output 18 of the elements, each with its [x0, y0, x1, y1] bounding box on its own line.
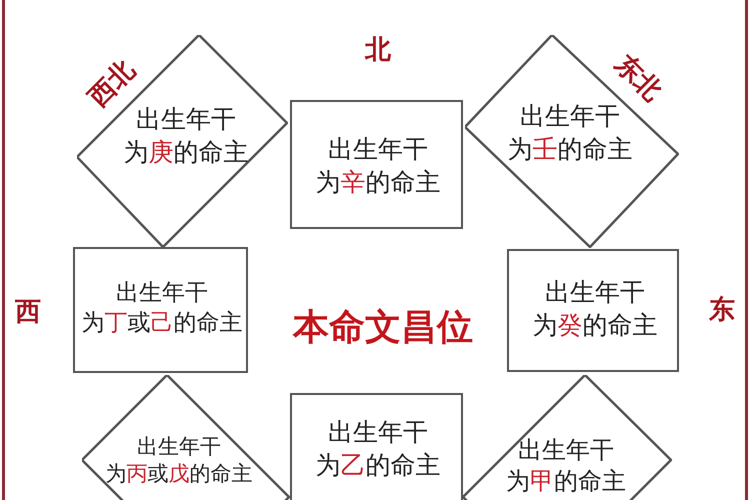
- diagram-title: 本命文昌位: [293, 310, 473, 346]
- rectangle-box: [290, 100, 463, 229]
- diamond-shape: [82, 375, 290, 500]
- birth-stem-text: 出生年干为癸的命主: [532, 276, 658, 341]
- diamond-shape: [463, 375, 672, 500]
- rectangle-box: [290, 393, 463, 500]
- birth-stem-text: 出生年干为甲的命主: [506, 434, 626, 497]
- rectangle-box: [507, 249, 679, 372]
- birth-stem-text: 出生年干为辛的命主: [316, 134, 440, 198]
- rectangle-box: [73, 247, 248, 373]
- direction-label: 东: [709, 297, 735, 323]
- diamond-shape: [77, 35, 288, 248]
- direction-label: 北: [365, 37, 391, 63]
- diamond-shape: [465, 35, 679, 248]
- birth-stem-text: 出生年干为丙或戊的命主: [106, 434, 252, 488]
- birth-stem-text: 出生年干为乙的命主: [316, 416, 440, 481]
- direction-label: 西: [15, 299, 41, 325]
- birth-stem-text: 出生年干为丁或己的命主: [82, 279, 242, 338]
